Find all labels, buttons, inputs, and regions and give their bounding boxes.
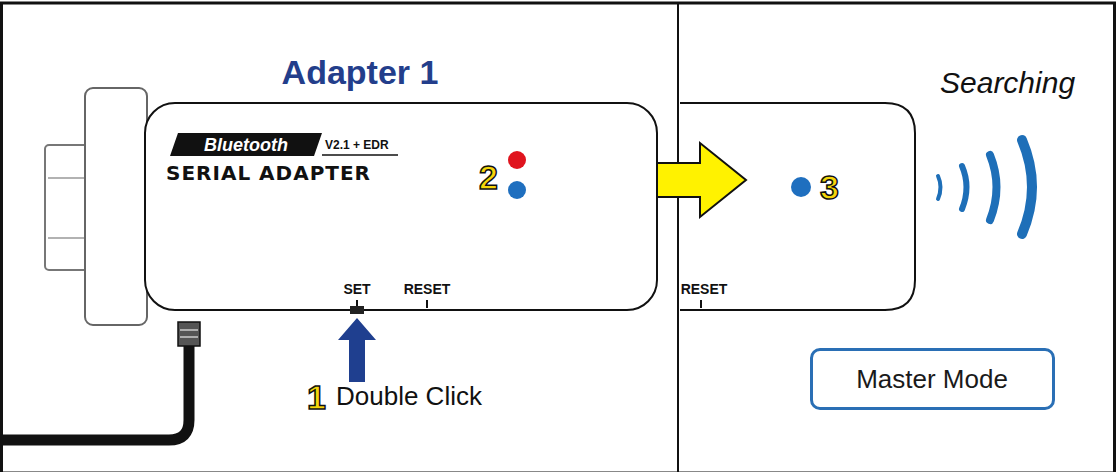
cable	[0, 340, 189, 440]
step-text: Double Click	[336, 383, 482, 409]
button-label: RESET	[681, 282, 728, 296]
blue-led-on	[791, 177, 811, 197]
version-text: V2.1 + EDR	[325, 139, 389, 151]
adapter-body-right	[680, 103, 915, 310]
callout-number: 2	[479, 160, 498, 194]
callout-number: 3	[820, 170, 839, 204]
set-button	[350, 306, 364, 314]
adapter-body	[145, 103, 657, 310]
connector-shell	[45, 145, 89, 270]
divider	[677, 3, 679, 472]
logo-banner	[170, 133, 322, 156]
connector-flange	[85, 88, 147, 325]
callout-number: 1	[307, 380, 326, 414]
plug	[178, 322, 200, 346]
product-name: SERIAL ADAPTER	[166, 163, 371, 183]
press-arrow	[338, 318, 376, 382]
panel-title: Adapter 1	[282, 55, 439, 89]
radio-waves	[938, 140, 1032, 234]
status-text: Searching	[940, 68, 1075, 98]
brand-logo: Bluetooth	[204, 136, 288, 154]
mode-label: Master Mode	[856, 366, 1008, 392]
mode-box: Master Mode	[810, 348, 1055, 410]
button-label: SET	[343, 282, 370, 296]
red-led	[508, 151, 526, 169]
transition-arrow	[657, 143, 746, 217]
button-label: RESET	[404, 282, 451, 296]
frame	[2, 3, 1115, 472]
blue-led	[508, 181, 526, 199]
